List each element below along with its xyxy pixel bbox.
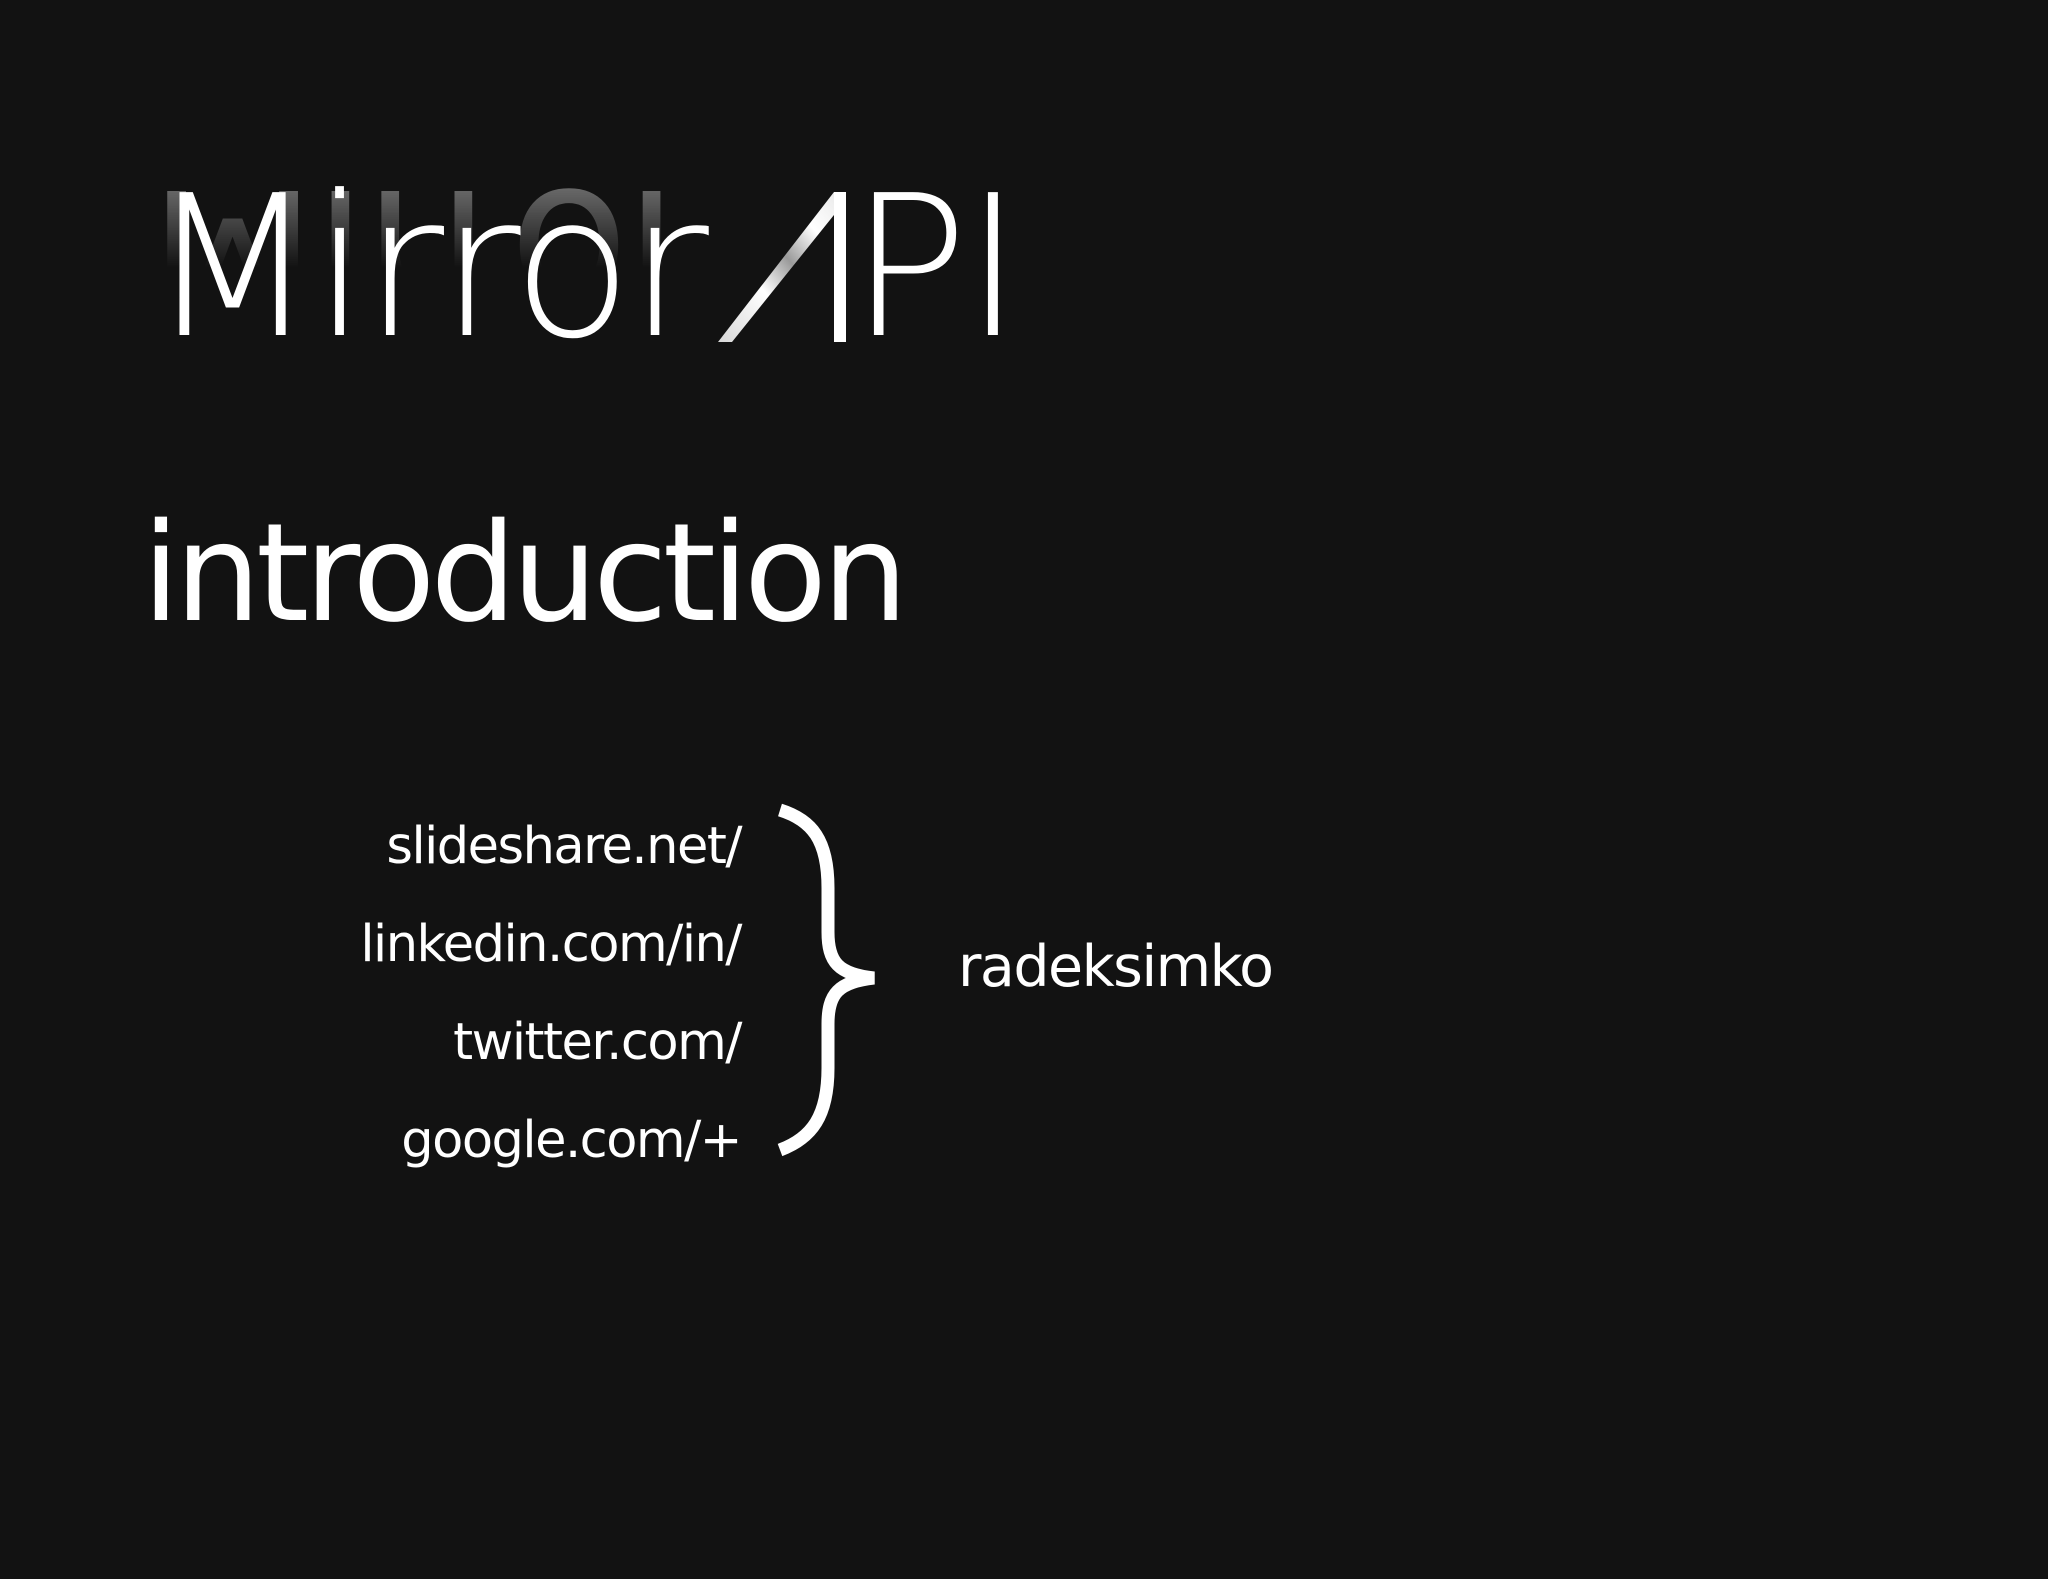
slanted-a-stroke-icon	[718, 192, 846, 342]
link-google-plus[interactable]: google.com/+	[401, 1111, 742, 1170]
link-slideshare[interactable]: slideshare.net/	[386, 817, 742, 876]
subtitle: introduction	[142, 495, 908, 653]
right-curly-brace-icon	[777, 803, 875, 1157]
title-word-mirror: Mirror	[148, 154, 709, 382]
link-linkedin[interactable]: linkedin.com/in/	[360, 915, 742, 974]
link-twitter[interactable]: twitter.com/	[453, 1013, 742, 1072]
profile-links: slideshare.net/ linkedin.com/in/ twitter…	[360, 798, 742, 1190]
title-reflection: Mirror	[148, 160, 702, 356]
title-group: Mirror Mirror	[148, 154, 1148, 470]
title-word-api: PI	[850, 154, 1022, 382]
username: radeksimko	[958, 934, 1274, 1000]
